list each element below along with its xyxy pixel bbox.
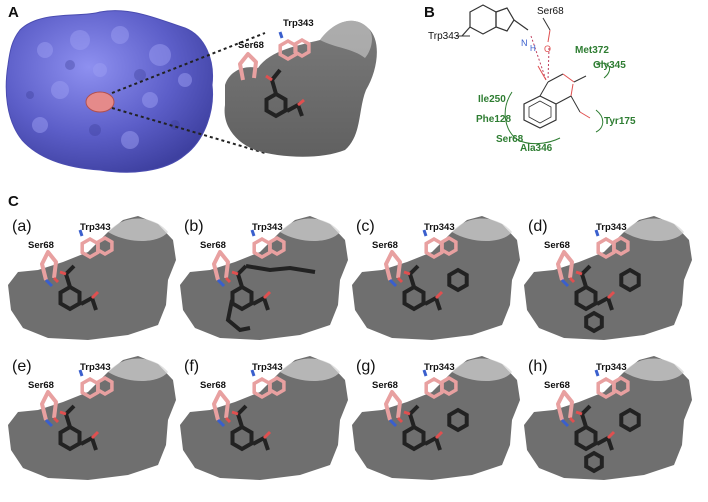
- binding-pocket: [8, 356, 176, 480]
- binding-pocket: [180, 216, 348, 340]
- trp343-label: Trp343: [424, 222, 455, 233]
- ser68-label: Ser68: [28, 240, 54, 251]
- subpanel-label: (h): [528, 358, 548, 375]
- ligand-stick: [58, 424, 82, 452]
- trp343-label: Trp343: [80, 362, 111, 373]
- ser68-label: Ser68: [200, 240, 226, 251]
- panel-b-n-label: N: [521, 38, 528, 48]
- ser68-label: Ser68: [372, 240, 398, 251]
- ligand-stick: [230, 424, 254, 452]
- panel-b-ser68-label: Ser68: [537, 6, 564, 17]
- ser68-label: Ser68: [200, 380, 226, 391]
- trp343-label: Trp343: [252, 362, 283, 373]
- ligand-stick: [574, 284, 598, 312]
- subpanel-label: (g): [356, 358, 376, 375]
- panel-label-b: B: [424, 4, 435, 21]
- ser68-label: Ser68: [544, 240, 570, 251]
- subpanel-label: (c): [356, 218, 375, 235]
- ser68-stick: [212, 250, 230, 281]
- panel-label-c: C: [8, 193, 19, 210]
- panel-a-trp343-label: Trp343: [283, 18, 314, 29]
- binding-pocket: [352, 216, 520, 340]
- subpanel-label: (d): [528, 218, 548, 235]
- subpanel-label: (f): [184, 358, 200, 375]
- trp343-label: Trp343: [80, 222, 111, 233]
- ligand-stick: [574, 424, 598, 452]
- trp343-label: Trp343: [252, 222, 283, 233]
- panel-b-ala346: Ala346: [520, 143, 553, 154]
- ser68-label: Ser68: [544, 380, 570, 391]
- binding-pocket: [524, 356, 692, 480]
- ligand-stick: [230, 284, 254, 312]
- panel-a-ser68-label: Ser68: [238, 40, 264, 51]
- ser68-label: Ser68: [372, 380, 398, 391]
- ser68-stick: [212, 390, 230, 421]
- ligand-stick: [402, 284, 426, 312]
- trp343-label: Trp343: [596, 222, 627, 233]
- ligand-stick: [58, 284, 82, 312]
- binding-pocket: [180, 356, 348, 480]
- ser68-stick: [40, 390, 58, 421]
- subpanel-label: (a): [12, 218, 32, 235]
- trp343-label: Trp343: [596, 362, 627, 373]
- panel-b-met372: Met372: [575, 45, 609, 56]
- ser68-stick: [556, 390, 574, 421]
- panel-b-o-label: O: [544, 44, 552, 54]
- ser68-stick: [40, 250, 58, 281]
- panel-b-tyr175: Tyr175: [604, 116, 636, 127]
- panel-b-trp343-label: Trp343: [428, 31, 460, 42]
- binding-pocket: [8, 216, 176, 340]
- binding-pocket: [524, 216, 692, 340]
- panel-b-phe128: Phe128: [476, 114, 512, 125]
- ligand-stick: [402, 424, 426, 452]
- trp343-label: Trp343: [424, 362, 455, 373]
- ser68-stick: [384, 250, 402, 281]
- panel-b-gly345: Gly345: [593, 60, 626, 71]
- subpanel-label: (e): [12, 358, 32, 375]
- panel-b-ser68: Ser68: [496, 134, 524, 145]
- panel-label-a: A: [8, 4, 19, 21]
- subpanel-label: (b): [184, 218, 204, 235]
- ser68-stick: [556, 250, 574, 281]
- panel-b-ile250: Ile250: [478, 94, 506, 105]
- panel-b-h-label: H: [530, 44, 536, 53]
- ser68-stick: [384, 390, 402, 421]
- ser68-label: Ser68: [28, 380, 54, 391]
- binding-pocket: [352, 356, 520, 480]
